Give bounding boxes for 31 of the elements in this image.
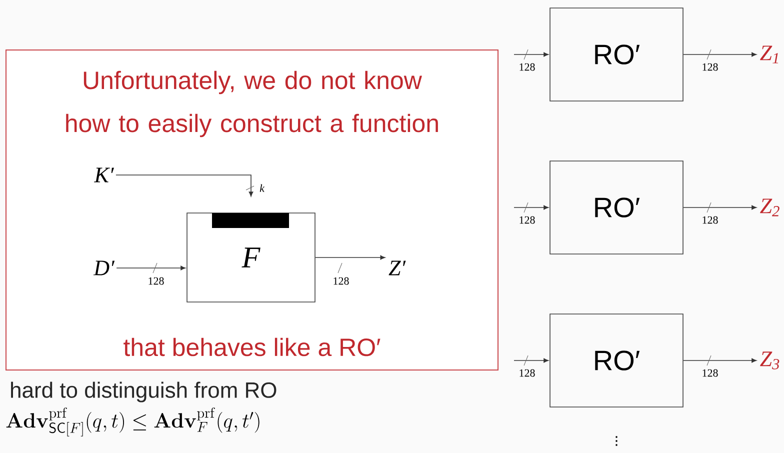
edge-label: 128 (520, 202, 535, 224)
ellipsis-dots: $\vdots$ (616, 436, 618, 446)
edge-label: k (246, 184, 265, 192)
variable-label: Z′ (388, 260, 406, 276)
edge-label: 128 (702, 355, 718, 377)
oracle-box: RO′ (550, 314, 684, 408)
arrow (514, 52, 549, 57)
arrow (514, 358, 549, 363)
edge-label: 128 (702, 49, 718, 71)
edge-label: 128 (520, 49, 535, 71)
edge-label: 128 (702, 202, 718, 224)
arrow (683, 52, 756, 57)
arrow (514, 205, 549, 210)
output-label: Z$_{1}$ (760, 46, 778, 64)
arrow (315, 255, 386, 260)
body-text: hard to distinguish from RO (11, 382, 276, 402)
oracle-box: RO′ (550, 160, 684, 254)
oracle-box: RO′ (550, 8, 684, 102)
output-label: Z$_{2}$ (760, 198, 780, 216)
edge-label: 128 (148, 262, 164, 285)
arrow (116, 174, 254, 196)
arrow (683, 358, 756, 363)
output-label: Z$_{3}$ (760, 352, 780, 370)
edge-label: 128 (520, 355, 535, 377)
inequality-formula: $\mathbf{Adv}^{\mathrm{prf}}_{\mathsf{SC}[F]}(q,t) \leq \mathbf{Adv}^{\mathrm{prf}}_{F}(q,t')$ (6, 407, 260, 436)
edge-label: 128 (334, 262, 349, 285)
arrow (116, 266, 186, 270)
arrow (683, 205, 756, 210)
variable-label: D′ (93, 260, 115, 276)
function-box: F (186, 212, 316, 302)
variable-label: K′ (94, 168, 114, 182)
